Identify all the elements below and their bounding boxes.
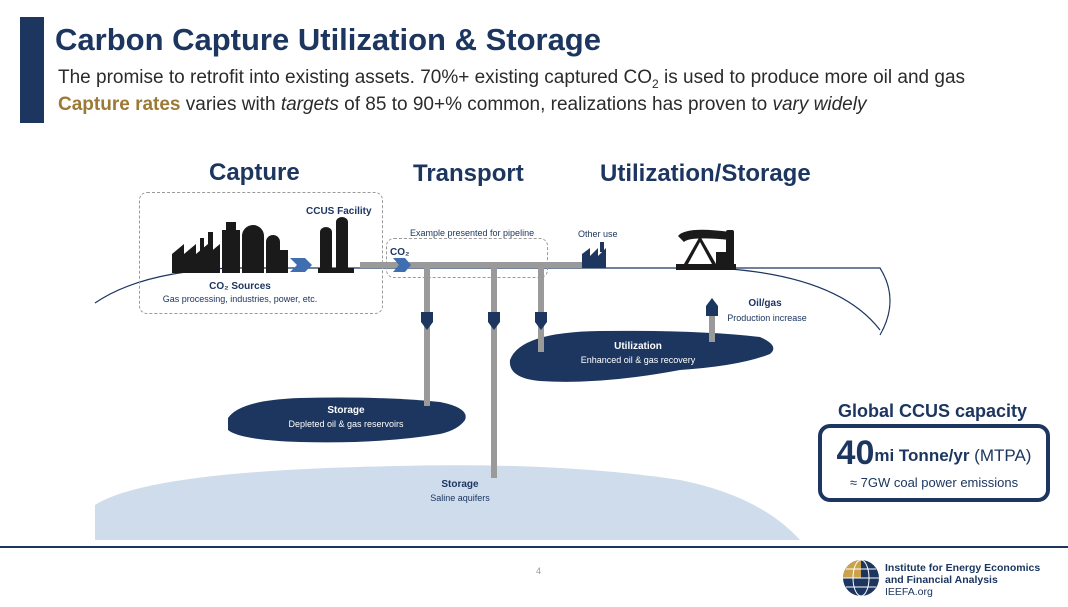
utilization-desc: Enhanced oil & gas recovery	[570, 355, 706, 365]
oil-gas-desc: Production increase	[722, 313, 812, 323]
oil-pump-jack	[676, 230, 736, 270]
co2-sources-desc: Gas processing, industries, power, etc.	[160, 294, 320, 304]
org-url: IEEFA.org	[885, 586, 1040, 598]
utilization-label: Utilization	[578, 341, 698, 352]
oil-gas-label: Oil/gas	[735, 298, 795, 309]
co2-sources-label: CO₂ Sources	[200, 281, 280, 292]
storage-saline-desc: Saline aquifers	[410, 493, 510, 503]
storage-depleted-label: Storage	[306, 405, 386, 416]
ieefa-logo-text: Institute for Energy Economics and Finan…	[885, 562, 1040, 598]
ieefa-globe-icon	[842, 559, 880, 597]
storage-saline-label: Storage	[420, 479, 500, 490]
capacity-box: 40mi Tonne/yr (MTPA) ≈ 7GW coal power em…	[818, 424, 1050, 502]
capacity-title: Global CCUS capacity	[838, 401, 1027, 422]
other-use-factory	[582, 242, 606, 268]
pipe-to-utilization	[538, 266, 544, 352]
capacity-equivalent: ≈ 7GW coal power emissions	[822, 475, 1046, 490]
pipeline-note: Example presented for pipeline	[410, 228, 534, 238]
pipe-to-saline	[491, 266, 497, 478]
capacity-number: 40	[837, 434, 875, 472]
capacity-unit: mi Tonne/yr	[874, 446, 969, 465]
footer-divider	[0, 546, 1068, 548]
storage-depleted-desc: Depleted oil & gas reservoirs	[276, 419, 416, 429]
org-name-line1: Institute for Energy Economics	[885, 562, 1040, 574]
arrow-down-saline	[488, 312, 500, 330]
arrow-down-utilization	[535, 312, 547, 330]
capacity-figure: 40mi Tonne/yr (MTPA)	[822, 434, 1046, 473]
page-number: 4	[536, 566, 541, 576]
pipeline-dashed-box	[386, 238, 548, 278]
pipeline-co2-tag: CO₂	[390, 247, 409, 258]
pipe-to-depleted	[424, 266, 430, 406]
org-name-line2: and Financial Analysis	[885, 574, 1040, 586]
arrow-up-oil-gas	[706, 298, 718, 316]
ccus-facility-label: CCUS Facility	[306, 206, 372, 217]
capacity-unit-note: (MTPA)	[969, 446, 1031, 465]
other-use-label: Other use	[578, 229, 618, 239]
arrow-down-depleted	[421, 312, 433, 330]
